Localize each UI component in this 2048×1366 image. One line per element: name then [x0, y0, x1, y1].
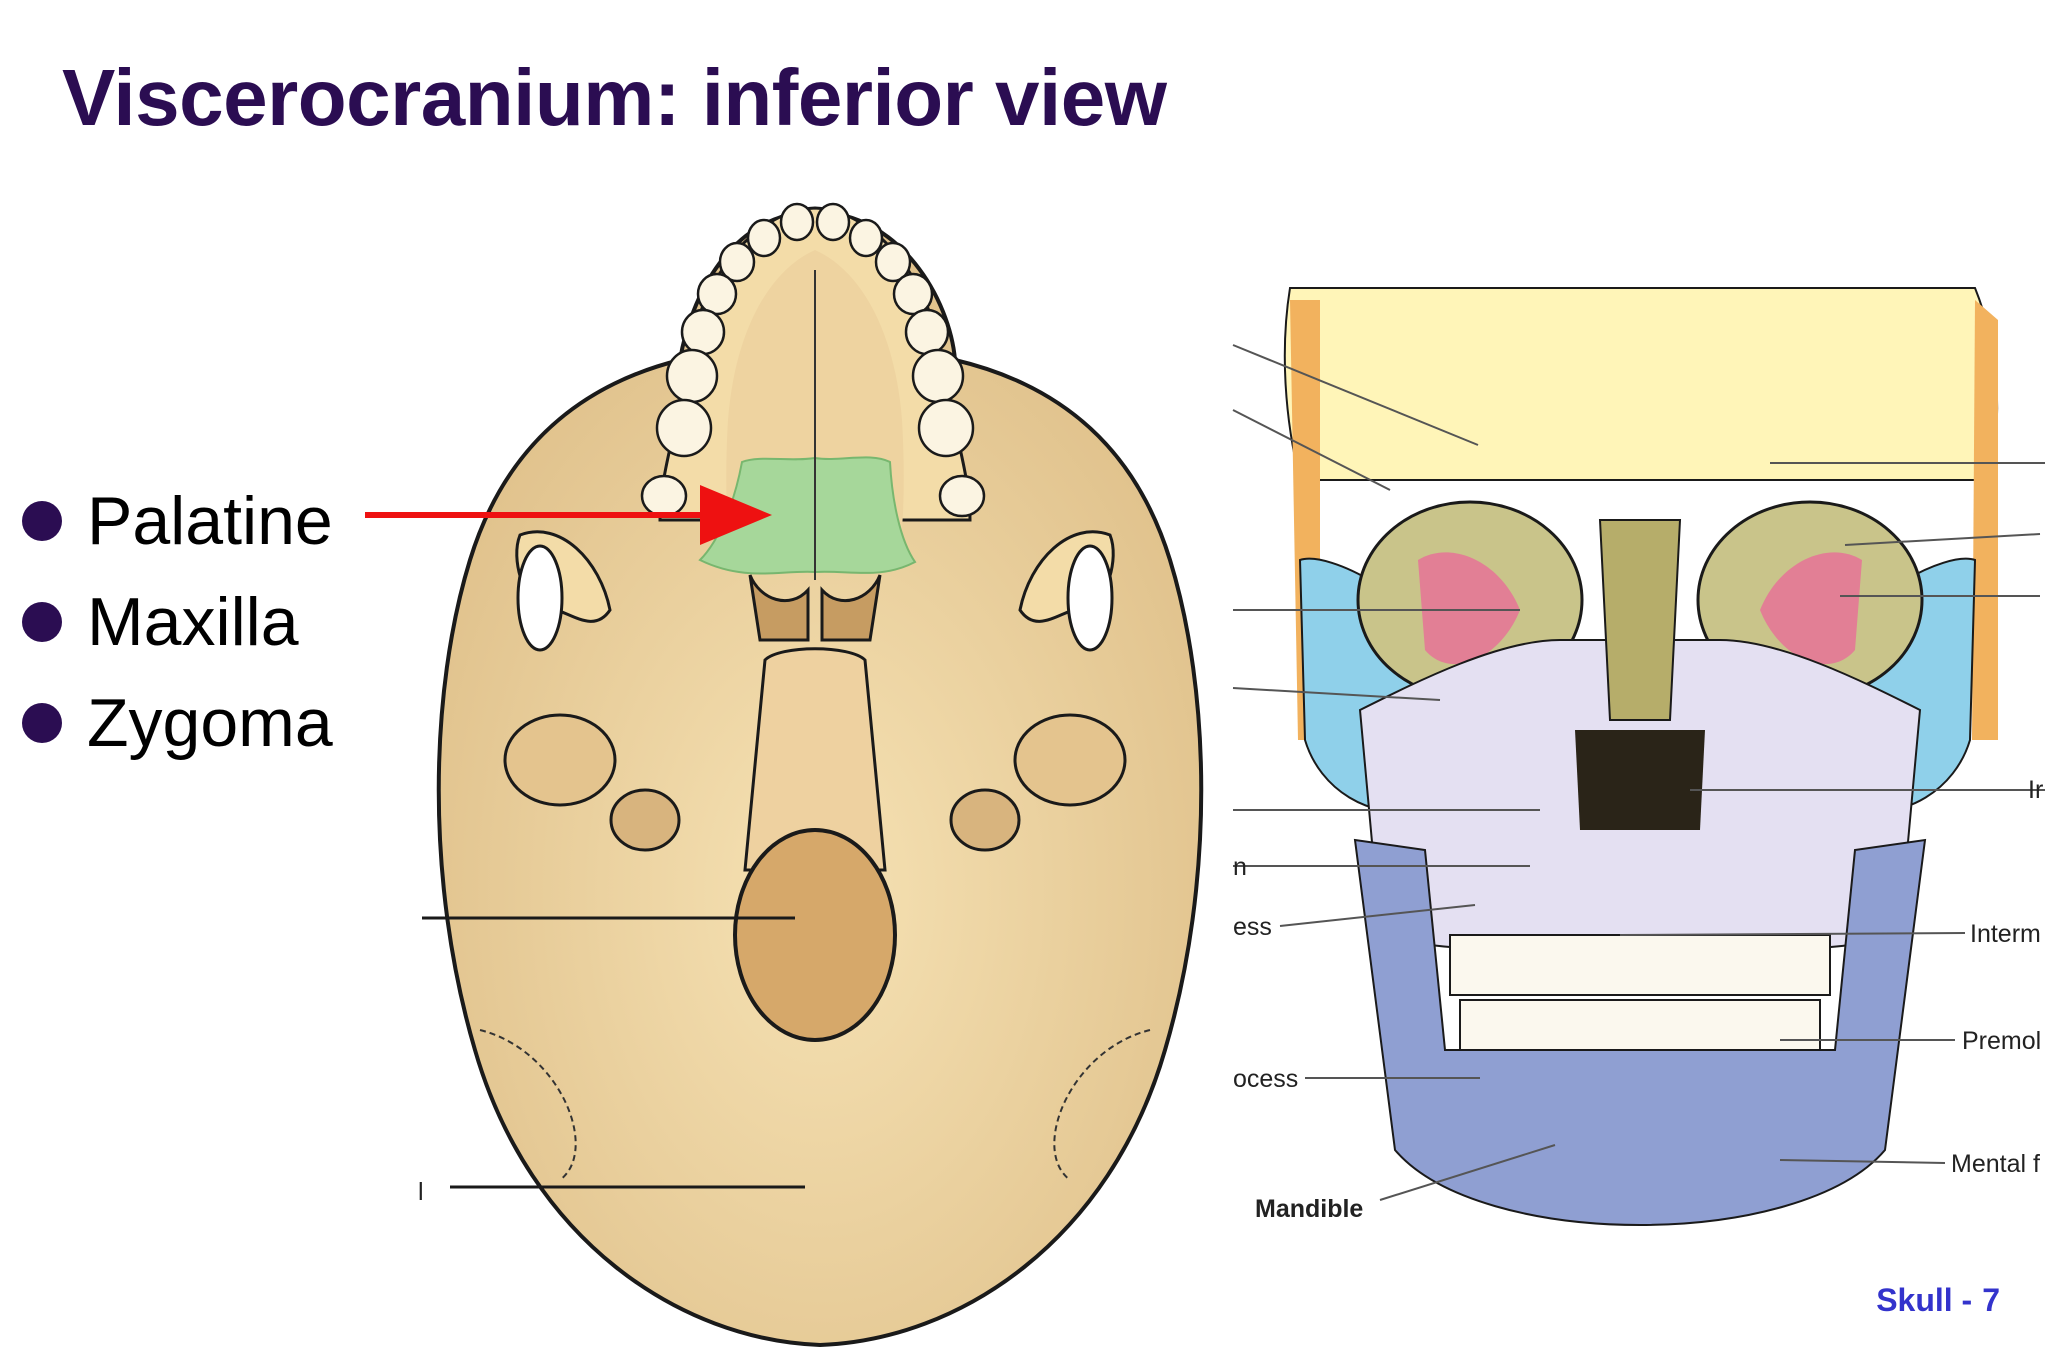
basiocciput [743, 647, 887, 872]
bullet-dot-icon [22, 601, 62, 642]
teeth [640, 202, 986, 518]
skull-inferior-view: l [418, 202, 1204, 1348]
nasal-bone [1598, 519, 1682, 721]
upper-teeth [1449, 934, 1831, 996]
anterior-leader-lines [1232, 344, 2045, 1201]
jugular-foramen-right [949, 788, 1021, 852]
label-anterior-fragment: ocess [1233, 1065, 1298, 1093]
frontal-bone [1283, 287, 1999, 481]
label-anterior-fragment: ess [1233, 913, 1272, 941]
orbit-inner-right [1760, 552, 1862, 665]
page-number: 7 [1982, 1282, 2000, 1318]
bullet-label: Palatine [87, 482, 333, 559]
footer-label: Skull - [1876, 1282, 1973, 1318]
temporal-fossa-right [1066, 544, 1114, 652]
bullet-maxilla: Maxilla [22, 571, 333, 672]
label-anterior-fragment: Premol [1962, 1027, 2041, 1055]
temporal-fossa-left [516, 544, 564, 652]
bullet-dot-icon [22, 500, 62, 541]
orbit-inner-left [1418, 552, 1520, 665]
bullet-palatine: Palatine [22, 470, 333, 571]
label-inferior-fragment: l [418, 1178, 424, 1206]
bullet-label: Maxilla [87, 583, 299, 660]
label-anterior-fragment: Mental f [1951, 1150, 2040, 1178]
bullet-zygoma: Zygoma [22, 672, 333, 773]
foramen-magnum [733, 828, 897, 1042]
label-anterior-fragment: Interm [1970, 920, 2041, 948]
lower-teeth [1459, 999, 1821, 1053]
lambdoid-suture [479, 1029, 1151, 1181]
bullet-list: Palatine Maxilla Zygoma [22, 470, 333, 773]
slide-footer: Skull -7 [1866, 1282, 2000, 1319]
mandibular-fossa-right [1013, 713, 1127, 807]
temporal-right [1972, 300, 1998, 740]
bullet-label: Zygoma [87, 684, 333, 761]
bullet-dot-icon [22, 702, 62, 743]
choanae [748, 574, 882, 642]
jugular-foramen-left [609, 788, 681, 852]
label-anterior-fragment: Ir [2028, 776, 2043, 804]
mandible [1353, 838, 1927, 1226]
nasal-cavity [1575, 730, 1705, 830]
mandibular-fossa-left [503, 713, 617, 807]
skull-anterior-view: Mandible ess ocess n Ir Interm Premol Me… [1232, 287, 2045, 1226]
slide-title: Viscerocranium: inferior view [62, 53, 1167, 142]
label-mandible: Mandible [1255, 1195, 1363, 1223]
label-anterior-fragment: n [1233, 853, 1247, 881]
